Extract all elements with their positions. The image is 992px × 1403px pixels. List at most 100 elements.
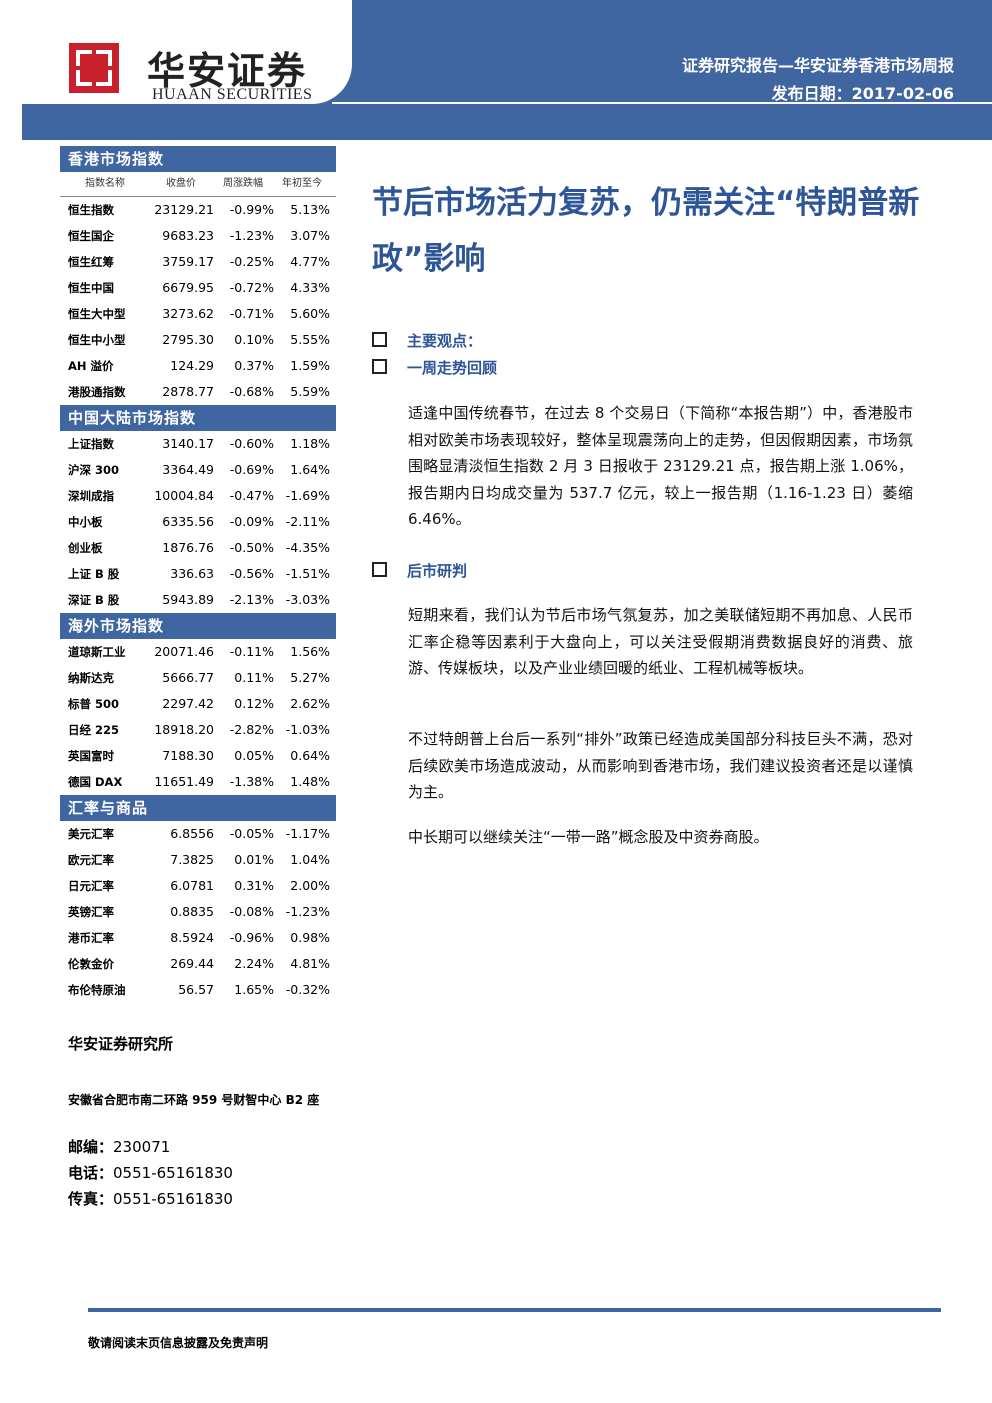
close-price: 269.44: [170, 956, 214, 971]
weekly-change: 0.05%: [234, 748, 274, 763]
ytd-change: 5.59%: [290, 384, 330, 399]
section-header: 汇率与商品: [60, 795, 336, 821]
ytd-change: 1.64%: [290, 462, 330, 477]
close-price: 23129.21: [154, 202, 214, 217]
weekly-change: -0.09%: [229, 514, 274, 529]
index-name: 恒生大中型: [68, 307, 126, 321]
index-name: 深圳成指: [68, 489, 114, 503]
close-price: 6335.56: [162, 514, 214, 529]
ytd-change: 1.48%: [290, 774, 330, 789]
weekly-change: -0.69%: [229, 462, 274, 477]
ytd-change: -1.51%: [285, 566, 330, 581]
close-price: 3759.17: [162, 254, 214, 269]
table-row: 沪深 300 3364.49 -0.69% 1.64%: [60, 457, 336, 483]
close-price: 11651.49: [154, 774, 214, 789]
postcode-line: 邮编：230071: [68, 1136, 170, 1157]
close-price: 10004.84: [154, 488, 214, 503]
ytd-change: 0.64%: [290, 748, 330, 763]
close-price: 7.3825: [170, 852, 214, 867]
index-name: 恒生中小型: [68, 333, 126, 347]
report-header: 华安证券 HUAAN SECURITIES 证券研究报告—华安证券香港市场周报 …: [22, 0, 992, 140]
ytd-change: 4.81%: [290, 956, 330, 971]
weekly-change: -0.25%: [229, 254, 274, 269]
index-name: 中小板: [68, 515, 103, 529]
fax-value: 0551-65161830: [113, 1190, 233, 1208]
phone-line: 电话：0551-65161830: [68, 1162, 233, 1183]
section-header: 海外市场指数: [60, 613, 336, 639]
ytd-change: 5.27%: [290, 670, 330, 685]
checkbox-bullet-icon: [372, 562, 387, 577]
weekly-change: -0.72%: [229, 280, 274, 295]
main-views-label: 主要观点：: [407, 332, 483, 350]
weekly-change: -0.96%: [229, 930, 274, 945]
weekly-change: 0.37%: [234, 358, 274, 373]
ytd-change: 5.55%: [290, 332, 330, 347]
close-price: 3364.49: [162, 462, 214, 477]
close-price: 2795.30: [162, 332, 214, 347]
ytd-change: -2.11%: [285, 514, 330, 529]
ytd-change: 1.56%: [290, 644, 330, 659]
ytd-change: 5.60%: [290, 306, 330, 321]
article-title: 节后市场活力复苏，仍需关注“特朗普新政”影响: [372, 185, 920, 277]
logo-english-name: HUAAN SECURITIES: [152, 86, 313, 103]
ytd-change: 5.13%: [290, 202, 330, 217]
weekly-change: 0.10%: [234, 332, 274, 347]
close-price: 6679.95: [162, 280, 214, 295]
index-name: 恒生中国: [68, 281, 114, 295]
header-divider: [332, 102, 992, 104]
close-price: 336.63: [170, 566, 214, 581]
index-name: 英国富时: [68, 749, 114, 763]
weekly-change: -2.13%: [229, 592, 274, 607]
close-price: 3140.17: [162, 436, 214, 451]
weekly-change: -0.60%: [229, 436, 274, 451]
weekly-review-paragraph: 适逢中国传统春节，在过去 8 个交易日（下简称“本报告期”）中，香港股市相对欧美…: [408, 404, 913, 528]
checkbox-bullet-icon: [372, 332, 387, 347]
close-price: 1876.76: [162, 540, 214, 555]
weekly-change: -0.11%: [229, 644, 274, 659]
logo-icon: [69, 43, 119, 93]
index-name: 英镑汇率: [68, 905, 114, 919]
column-header-name: 指数名称: [85, 178, 125, 189]
index-name: 标普 500: [68, 697, 120, 711]
table-row: 中小板 6335.56 -0.09% -2.11%: [60, 509, 336, 535]
weekly-change: 0.31%: [234, 878, 274, 893]
weekly-change: -0.56%: [229, 566, 274, 581]
close-price: 56.57: [178, 982, 214, 997]
postcode-label: 邮编：: [68, 1138, 114, 1156]
weekly-change: -0.68%: [229, 384, 274, 399]
ytd-change: 4.77%: [290, 254, 330, 269]
ytd-change: -0.32%: [285, 982, 330, 997]
institute-address: 安徽省合肥市南二环路 959 号财智中心 B2 座: [68, 1093, 320, 1107]
fax-label: 传真：: [68, 1190, 114, 1208]
outlook-label: 后市研判: [407, 562, 468, 580]
weekly-change: 0.12%: [234, 696, 274, 711]
close-price: 2297.42: [162, 696, 214, 711]
index-name: 沪深 300: [68, 463, 120, 477]
ytd-change: -1.17%: [285, 826, 330, 841]
index-name: 美元汇率: [68, 827, 114, 841]
index-name: 创业板: [68, 541, 103, 555]
weekly-change: -1.38%: [229, 774, 274, 789]
index-name: 伦敦金价: [68, 957, 114, 971]
postcode-value: 230071: [113, 1138, 171, 1156]
logo-panel: 华安证券 HUAAN SECURITIES: [22, 0, 352, 104]
index-name: 欧元汇率: [68, 853, 114, 867]
ytd-change: -1.23%: [285, 904, 330, 919]
ytd-change: 2.00%: [290, 878, 330, 893]
weekly-change: 0.11%: [234, 670, 274, 685]
